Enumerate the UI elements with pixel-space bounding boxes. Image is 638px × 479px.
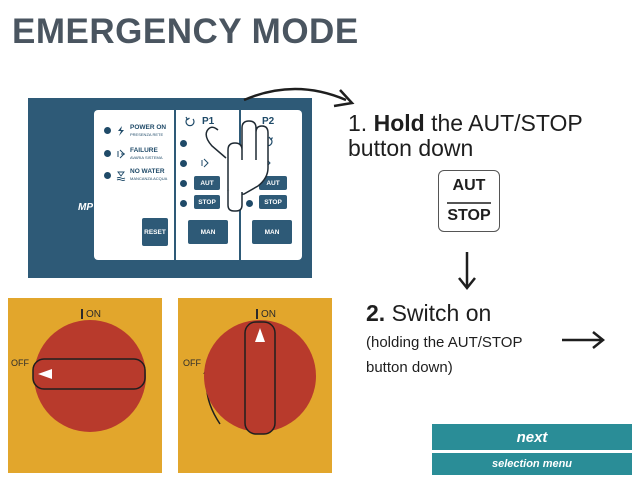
failure-led <box>104 150 111 157</box>
step2-sub-b: button down) <box>366 359 453 376</box>
panel-divider <box>174 110 176 260</box>
step2-number: 2. <box>366 300 386 326</box>
step2-text-main: Switch on <box>385 300 492 326</box>
pump1-aut-led <box>180 180 187 187</box>
switch-off-label: OFF <box>11 358 29 368</box>
no-water-led <box>104 172 111 179</box>
status-sub-failure: AVARIA SISTEMA <box>130 155 163 160</box>
step2-sub-a: (holding the AUT/STOP <box>366 334 523 351</box>
no-water-icon <box>116 171 126 181</box>
page-title: EMERGENCY MODE <box>12 12 359 51</box>
aut-stop-key[interactable]: AUT STOP <box>438 170 500 232</box>
pump2-man-button[interactable]: MAN <box>252 220 292 244</box>
pump1-man-button[interactable]: MAN <box>188 220 228 244</box>
pump2-stop-led <box>246 200 253 207</box>
switch-on-mark <box>81 309 83 319</box>
pump1-fault-led <box>180 160 187 167</box>
pump1-stop-button[interactable]: STOP <box>194 195 220 209</box>
step2-subtext: (holding the AUT/STOP button down) <box>366 330 566 380</box>
selection-menu-button[interactable]: selection menu <box>432 453 632 475</box>
aut-stop-key-stop: STOP <box>447 207 491 224</box>
switch-knob[interactable] <box>8 298 162 473</box>
power-icon <box>118 126 124 136</box>
status-label-failure: FAILURE <box>130 147 158 154</box>
pump2-stop-button[interactable]: STOP <box>259 195 287 209</box>
pump1-failure-icon <box>201 158 209 168</box>
switch-off-label: OFF <box>183 358 201 368</box>
pump1-stop-led <box>180 200 187 207</box>
aut-stop-key-aut: AUT <box>452 177 486 194</box>
switch-on-label: ON <box>86 309 101 320</box>
pump1-run-led <box>180 140 187 147</box>
pump1-rotation-icon <box>185 116 195 127</box>
step2-text: 2. Switch on <box>366 300 491 327</box>
reset-button[interactable]: RESET <box>142 218 168 246</box>
power-on-led <box>104 127 111 134</box>
main-switch-off: ON OFF <box>8 298 162 473</box>
aut-stop-key-separator <box>447 202 491 204</box>
step1-text-b: button down <box>348 135 474 161</box>
status-sub-power: PRESENZA RETE <box>130 132 164 137</box>
switch-on-mark <box>256 309 258 319</box>
status-sub-no-water: MANCANZA ACQUA <box>130 176 168 181</box>
switch-on-label: ON <box>261 309 276 320</box>
next-button[interactable]: next <box>432 424 632 450</box>
step1-bold: Hold <box>373 110 425 136</box>
step1-number: 1 <box>348 110 361 136</box>
pump1-aut-button[interactable]: AUT <box>194 176 220 190</box>
switch-knob[interactable] <box>178 298 332 473</box>
main-switch-on: ON OFF <box>178 298 332 473</box>
pump1-header: P1 <box>202 116 215 127</box>
status-label-power: POWER ON <box>130 124 167 131</box>
status-label-no-water: NO WATER <box>130 168 165 175</box>
step1-text-a: the AUT/STOP <box>424 110 583 136</box>
pump2-aut-button[interactable]: AUT <box>259 176 287 190</box>
failure-icon <box>117 149 125 159</box>
pump2-header: P2 <box>262 116 275 127</box>
